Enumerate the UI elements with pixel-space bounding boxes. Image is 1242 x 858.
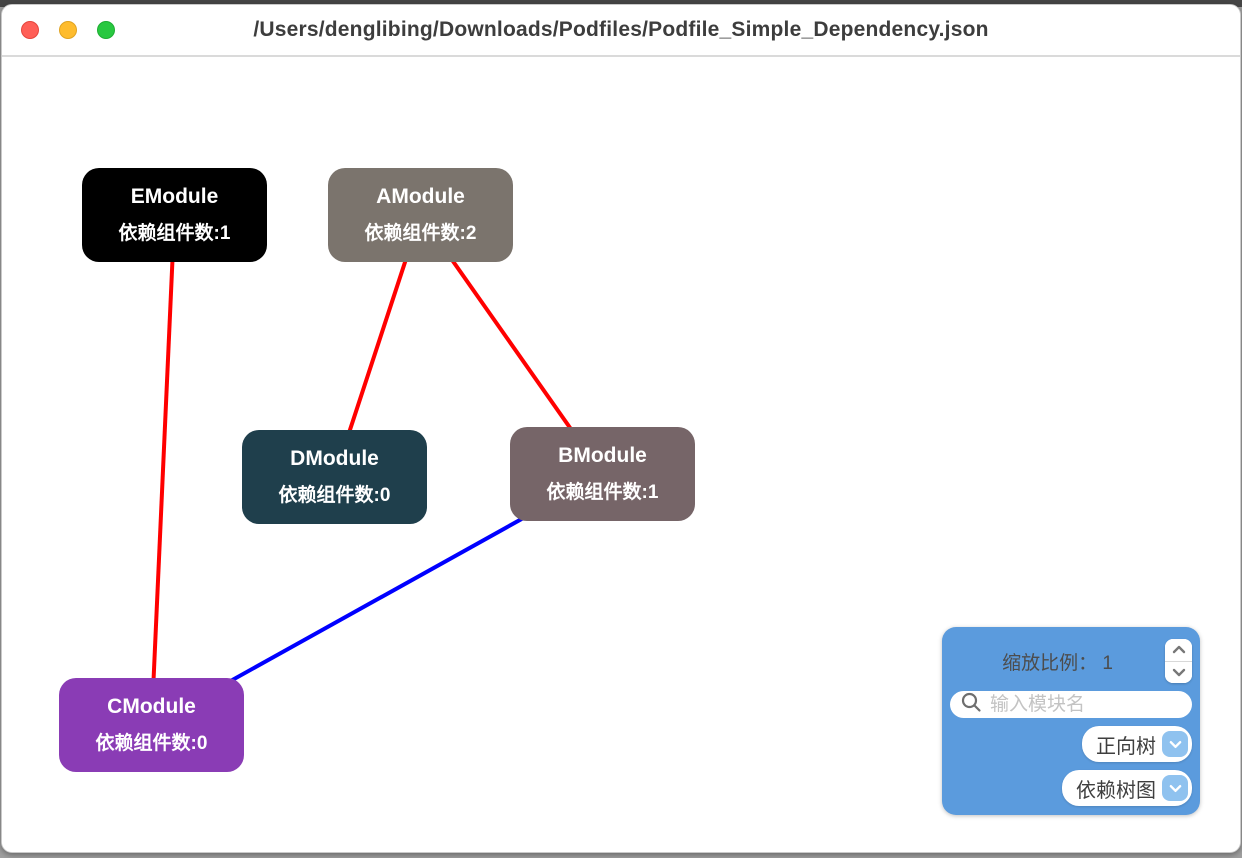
graph-node-DModule[interactable]: DModule 依赖组件数:0	[242, 430, 427, 524]
zoom-scale-label: 缩放比例： 1	[950, 648, 1165, 675]
node-dependency-count: 依赖组件数:0	[278, 485, 391, 506]
chevron-down-icon	[1162, 775, 1188, 801]
module-search-input[interactable]	[990, 693, 1235, 716]
minimize-button[interactable]	[59, 21, 77, 39]
edge-EModule-CModule	[149, 214, 177, 726]
graph-node-BModule[interactable]: BModule 依赖组件数:1	[510, 427, 695, 521]
app-window: /Users/denglibing/Downloads/Podfiles/Pod…	[1, 4, 1241, 853]
search-icon	[960, 691, 982, 718]
graph-type-select[interactable]: 依赖树图	[1062, 770, 1192, 806]
node-title: AModule	[376, 185, 465, 208]
chevron-down-icon	[1172, 665, 1186, 680]
desktop-background-strip	[0, 0, 1242, 7]
zoom-stepper	[1165, 639, 1192, 683]
zoom-decrease-button[interactable]	[1165, 661, 1192, 683]
window-title: /Users/denglibing/Downloads/Podfiles/Pod…	[253, 18, 989, 41]
node-title: CModule	[107, 695, 196, 718]
titlebar[interactable]: /Users/denglibing/Downloads/Podfiles/Pod…	[2, 5, 1240, 57]
node-dependency-count: 依赖组件数:0	[95, 733, 208, 754]
graph-node-EModule[interactable]: EModule 依赖组件数:1	[82, 168, 267, 262]
zoom-increase-button[interactable]	[1165, 639, 1192, 662]
close-button[interactable]	[21, 21, 39, 39]
node-title: EModule	[130, 185, 219, 208]
node-dependency-count: 依赖组件数:1	[546, 482, 659, 503]
node-dependency-count: 依赖组件数:2	[364, 223, 477, 244]
graph-node-CModule[interactable]: CModule 依赖组件数:0	[59, 678, 244, 772]
chevron-down-icon	[1162, 731, 1188, 757]
node-dependency-count: 依赖组件数:1	[118, 223, 231, 244]
zoom-row: 缩放比例： 1	[950, 639, 1192, 683]
traffic-lights	[21, 5, 115, 55]
zoom-scale-value: 1	[1102, 652, 1113, 674]
graph-node-AModule[interactable]: AModule 依赖组件数:2	[328, 168, 513, 262]
graph-type-value: 依赖树图	[1076, 779, 1156, 802]
node-title: DModule	[290, 447, 379, 470]
chevron-up-icon	[1172, 642, 1186, 657]
tree-direction-value: 正向树	[1096, 735, 1156, 758]
node-title: BModule	[558, 444, 647, 467]
zoom-scale-caption: 缩放比例：	[1002, 652, 1098, 674]
module-search-box	[950, 691, 1235, 718]
control-panel: 缩放比例： 1	[942, 627, 1235, 815]
tree-direction-select[interactable]: 正向树	[1082, 726, 1192, 762]
zoom-button[interactable]	[97, 21, 115, 39]
